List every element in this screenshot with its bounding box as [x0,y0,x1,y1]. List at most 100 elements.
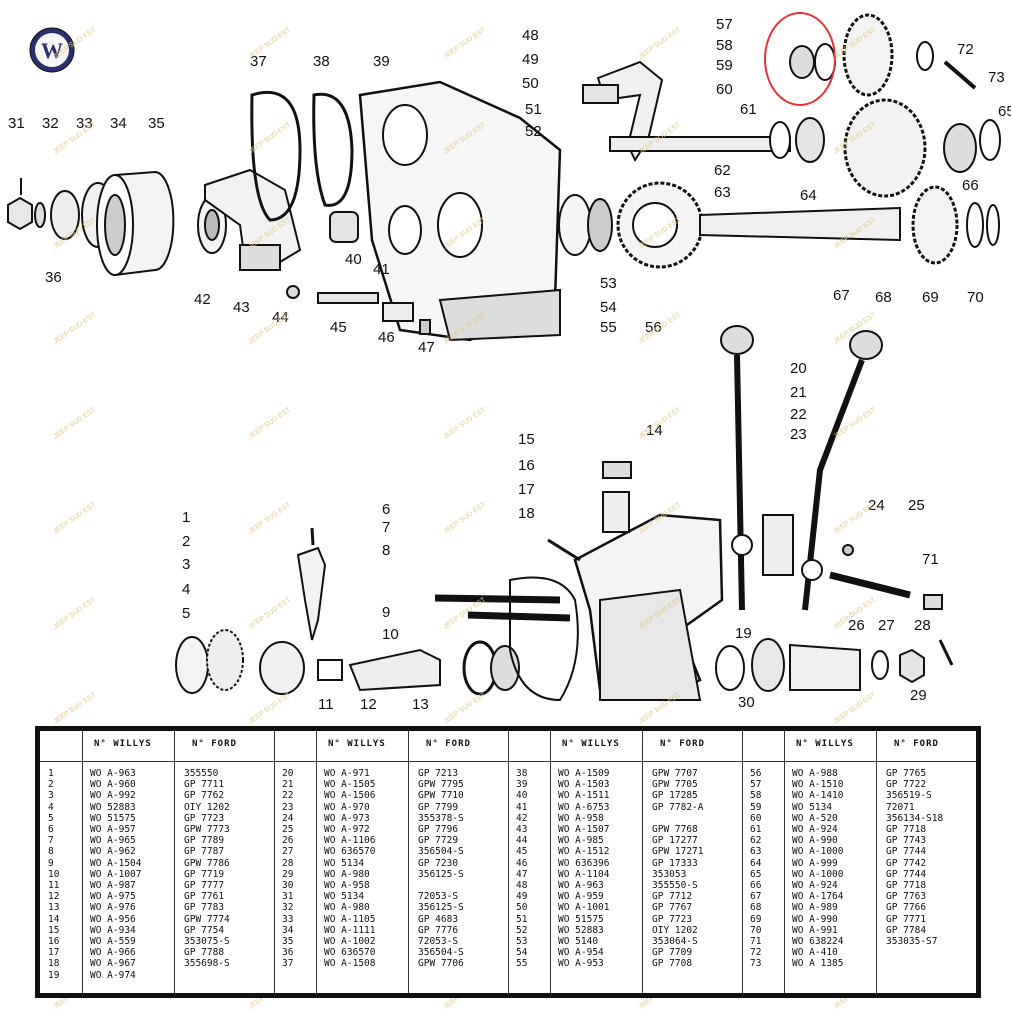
callout-label: 41 [373,261,390,278]
table-cell-ford: GPW 7773 [184,824,230,835]
table-cell-number: 62 [750,835,762,847]
callout-label: 44 [272,309,289,326]
table-cell-willys: WO A-1410 [792,790,844,802]
table-cell-ford: GP 7729 [418,835,459,847]
table-cell-number: 40 [516,790,528,802]
table-cell-willys: WO A-1510 [792,779,844,791]
table-cell-number: 46 [516,857,528,869]
table-cell-willys: WO A-962 [90,846,136,858]
callout-label: 47 [418,339,435,356]
table-cell-ford: 72053-S [418,891,459,903]
table-cell-willys: WO 5134 [324,891,365,903]
table-cell-ford: 353053 [652,868,687,880]
table-cell-number: 26 [282,835,294,847]
table-cell-ford: 355550 [184,768,219,779]
table-cell-willys: WO A-959 [558,891,604,903]
table-cell-willys: WO 51575 [558,913,604,925]
table-cell-ford: GP 7712 [652,891,693,903]
table-cell-ford: GPW 7705 [652,779,698,791]
table-cell-willys: WO A 1385 [792,958,844,970]
table-cell-number: 30 [282,880,294,891]
column-divider [174,731,175,993]
header-ford: N° FORD [192,739,237,749]
table-cell-willys: WO A-980 [324,868,370,880]
callout-label: 20 [790,360,807,377]
table-cell-number: 29 [282,868,294,880]
callout-label: 12 [360,696,377,713]
table-cell-number: 69 [750,913,762,925]
table-cell-ford: GP 7767 [652,902,693,914]
table-cell-number: 60 [750,812,762,824]
table-cell-willys: WO A-973 [324,812,370,824]
table-cell-ford: OIY 1202 [184,801,230,813]
table-cell-willys: WO A-991 [792,924,838,936]
callout-label: 9 [382,604,391,621]
callout-label: 50 [522,75,539,92]
callout-label: 1 [182,509,191,526]
table-cell-willys: WO A-1007 [90,868,142,880]
table-cell-ford: GPW 7786 [184,857,230,869]
callout-label: 54 [600,299,617,316]
table-cell-ford: GP 7754 [184,924,225,936]
table-cell-willys: WO A-974 [90,969,136,981]
highlight-circle [764,12,836,106]
table-cell-ford: GP 7213 [418,768,459,779]
table-cell-willys: WO 636570 [324,846,376,858]
table-cell-willys: WO A-989 [792,902,838,914]
table-cell-willys: WO A-1106 [324,835,376,847]
callout-label: 5 [182,605,191,622]
callout-label: 17 [518,481,535,498]
column-divider [408,731,409,993]
table-cell-number: 66 [750,880,762,891]
table-cell-willys: WO A-934 [90,924,136,936]
table-cell-ford: GP 7722 [886,779,927,791]
table-cell-willys: WO 5140 [558,936,599,947]
table-cell-number: 28 [282,857,294,869]
table-cell-willys: WO A-956 [90,913,136,925]
table-cell-willys: WO A-924 [792,824,838,835]
table-cell-number: 72 [750,947,762,959]
table-cell-willys: WO A-975 [90,891,136,903]
table-cell-ford: GP 7762 [184,790,225,802]
table-cell-ford: 356134-S18 [886,812,944,824]
callout-label: 70 [967,289,984,306]
table-cell-willys: WO A-1506 [324,790,376,802]
table-cell-number: 52 [516,924,528,936]
callout-label: 7 [382,519,391,536]
callout-label: 48 [522,27,539,44]
table-cell-number: 32 [282,902,294,914]
header-ford: N° FORD [894,739,939,749]
table-cell-number: 10 [48,868,60,880]
table-cell-willys: WO A-971 [324,768,370,779]
table-cell-number: 33 [282,913,294,925]
table-cell-willys: WO A-963 [90,768,136,779]
table-cell-ford: GP 7743 [886,835,927,847]
table-cell-willys: WO A-1111 [324,924,376,936]
callout-label: 27 [878,617,895,634]
callout-label: 30 [738,694,755,711]
table-cell-ford: GP 7742 [886,857,927,869]
table-cell-willys: WO A-1504 [90,857,142,869]
callout-label: 19 [735,625,752,642]
callout-label: 58 [716,37,733,54]
table-cell-willys: WO A-980 [324,902,370,914]
table-cell-number: 2 [48,779,54,791]
table-cell-number: 38 [516,768,528,779]
table-cell-willys: WO A-1508 [324,958,376,970]
callout-label: 23 [790,426,807,443]
callout-label: 29 [910,687,927,704]
callout-label: 62 [714,162,731,179]
table-cell-willys: WO A-985 [558,835,604,847]
table-cell-number: 56 [750,768,762,779]
callout-label: 60 [716,81,733,98]
table-cell-number: 1 [48,768,54,779]
table-cell-number: 23 [282,801,294,813]
callout-label: 39 [373,53,390,70]
table-cell-number: 41 [516,801,528,813]
header-willys: N° WILLYS [328,739,386,749]
table-cell-number: 65 [750,868,762,880]
table-cell-number: 53 [516,936,528,947]
table-cell-number: 5 [48,812,54,824]
table-cell-ford: GP 17285 [652,790,698,802]
